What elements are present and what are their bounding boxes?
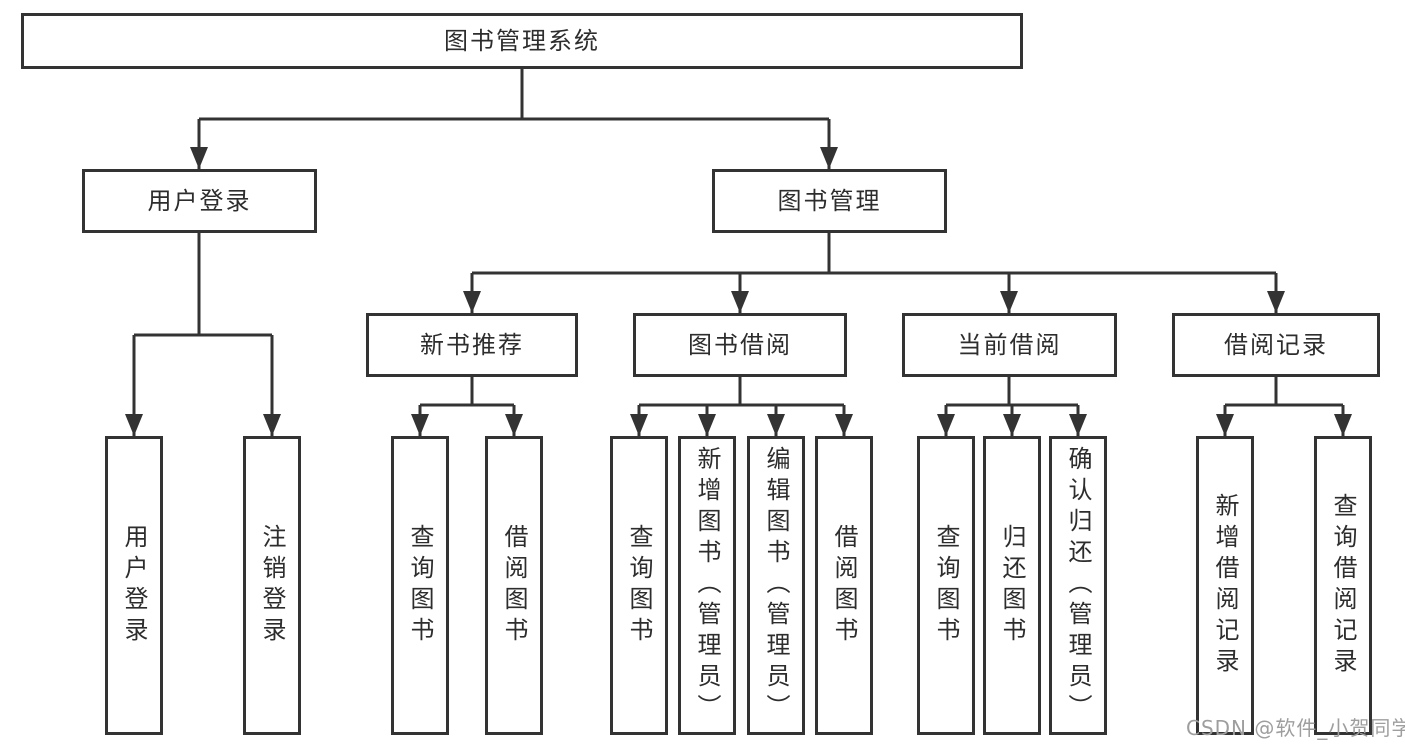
- leaf-borrow-borrow-book: 借阅图书: [815, 436, 873, 735]
- leaf-recommend-query-book: 查询图书: [391, 436, 449, 735]
- leaf-current-confirm-return-admin: 确认归还（管理员）: [1049, 436, 1107, 735]
- leaf-user-login: 用户登录: [105, 436, 163, 735]
- node-book-management: 图书管理: [712, 169, 947, 233]
- leaf-borrow-edit-book-admin: 编辑图书（管理员）: [747, 436, 805, 735]
- leaf-recommend-borrow-book: 借阅图书: [485, 436, 543, 735]
- node-borrow-records: 借阅记录: [1172, 313, 1380, 377]
- node-root: 图书管理系统: [21, 13, 1023, 69]
- leaf-borrow-add-book-admin: 新增图书（管理员）: [678, 436, 736, 735]
- node-current-borrow: 当前借阅: [902, 313, 1117, 377]
- node-user-login: 用户登录: [82, 169, 317, 233]
- leaf-records-query-record: 查询借阅记录: [1314, 436, 1372, 735]
- node-new-book-recommend: 新书推荐: [366, 313, 578, 377]
- leaf-records-add-record: 新增借阅记录: [1196, 436, 1254, 735]
- leaf-current-return-book: 归还图书: [983, 436, 1041, 735]
- leaf-logout: 注销登录: [243, 436, 301, 735]
- csdn-watermark: CSDN @软件_小贺同学: [1186, 716, 1405, 740]
- leaf-current-query-book: 查询图书: [917, 436, 975, 735]
- leaf-borrow-query-book: 查询图书: [610, 436, 668, 735]
- node-book-borrow: 图书借阅: [633, 313, 847, 377]
